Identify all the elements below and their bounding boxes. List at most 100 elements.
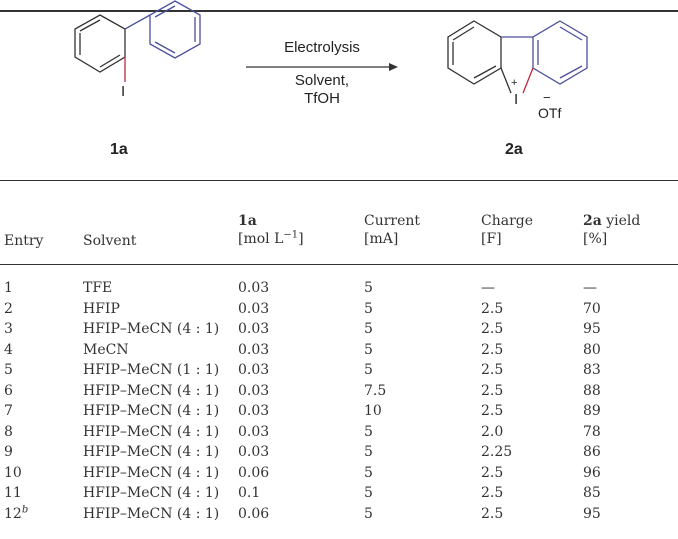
cell-current-text: 5 [364, 300, 373, 317]
cell-charge: 2.5 [481, 362, 503, 379]
cell-current-text: 5 [364, 464, 373, 481]
cell-entry-text: 12 [4, 505, 22, 522]
product-minus-charge: − [543, 90, 551, 105]
reactant-structure [74, 0, 201, 82]
cell-yield-text: 83 [583, 362, 601, 378]
cell-solvent-text: HFIP–MeCN (4 : 1) [83, 464, 220, 481]
cell-solvent-text: HFIP–MeCN (4 : 1) [83, 423, 220, 440]
cell-yield-text: 86 [583, 444, 601, 460]
cell-yield: 78 [583, 424, 601, 441]
product-ci-bond-right [522, 67, 534, 94]
header-charge: Charge [F] [481, 212, 533, 248]
header-yield: 2a yield [%] [583, 212, 640, 248]
cell-charge: 2.25 [481, 444, 512, 461]
cell-conc: 0.03 [238, 362, 269, 379]
cell-solvent-text: HFIP–MeCN (4 : 1) [83, 505, 220, 522]
cell-yield-text: 95 [583, 505, 601, 522]
header-entry: Entry [4, 233, 44, 249]
cell-charge-text: 2.5 [481, 464, 504, 481]
scheme-drawing [74, 0, 588, 94]
cell-entry: 4 [4, 342, 13, 359]
header-conc-unit: [mol L [238, 231, 284, 247]
cell-entry: 12b [4, 503, 29, 523]
cell-conc: 0.03 [238, 403, 269, 420]
reactant-iodine-label: I [121, 83, 126, 100]
cell-charge: 2.5 [481, 342, 503, 359]
product-ci-bond-left [500, 67, 512, 94]
cell-charge-text: 2.5 [481, 485, 504, 501]
header-current-label: Current [364, 213, 421, 229]
cell-current-text: 10 [364, 403, 382, 419]
cell-charge: 2.5 [481, 485, 503, 502]
cell-conc: 0.06 [238, 506, 269, 523]
cell-yield-text: 96 [583, 464, 601, 481]
cell-entry: 11 [4, 485, 22, 502]
cell-entry-text: 5 [4, 362, 13, 378]
cell-conc: 0.03 [238, 424, 269, 441]
cell-entry-text: 6 [4, 382, 13, 399]
cell-current: 7.5 [364, 383, 386, 400]
header-solvent: Solvent [83, 233, 137, 249]
cell-charge-text: 2.5 [481, 505, 504, 522]
cell-entry-text: 11 [4, 485, 22, 501]
cell-charge: 2.0 [481, 424, 503, 441]
header-conc-compound: 1a [238, 213, 257, 229]
cell-charge: 2.5 [481, 465, 503, 482]
cell-solvent: HFIP–MeCN (4 : 1) [83, 506, 219, 523]
cell-yield-text: 89 [583, 403, 601, 419]
cell-entry: 9 [4, 444, 13, 461]
cell-solvent-text: MeCN [83, 341, 129, 358]
cell-current: 5 [364, 280, 373, 297]
cell-entry: 8 [4, 424, 13, 441]
cell-yield-text: — [583, 280, 597, 296]
cell-conc: 0.03 [238, 280, 269, 297]
cell-conc-text: 0.03 [238, 423, 270, 440]
cell-solvent: TFE [83, 280, 112, 297]
header-conc-unit-sup: −1 [283, 229, 299, 241]
cell-yield: 85 [583, 485, 601, 502]
cell-yield: 95 [583, 506, 601, 523]
cell-entry-text: 2 [4, 300, 13, 317]
cell-yield-text: 70 [583, 300, 601, 317]
condition-electrolysis: Electrolysis [284, 39, 360, 56]
reaction-scheme: I + I − OTf Electrolysis Solvent, TfOH 1… [0, 0, 678, 180]
header-concentration: 1a [mol L−1] [238, 212, 304, 248]
header-yield-label: yield [601, 213, 641, 229]
cell-current: 5 [364, 342, 373, 359]
product-structure [447, 20, 588, 94]
cell-yield: 70 [583, 301, 601, 318]
cell-current-text: 5 [364, 362, 373, 378]
cell-current: 5 [364, 485, 373, 502]
cell-yield: 96 [583, 465, 601, 482]
cell-charge-text: 2.5 [481, 403, 504, 419]
cell-yield: — [583, 280, 597, 297]
cell-solvent-text: HFIP–MeCN (4 : 1) [83, 382, 220, 399]
cell-conc-text: 0.03 [238, 362, 270, 378]
cell-entry: 2 [4, 301, 13, 318]
footnote-marker: b [21, 503, 29, 515]
cell-charge-text: 2.0 [481, 423, 504, 440]
cell-charge: 2.5 [481, 403, 503, 420]
cell-solvent: HFIP–MeCN (4 : 1) [83, 444, 219, 461]
cell-current-text: 5 [364, 444, 373, 460]
cell-entry: 5 [4, 362, 13, 379]
cell-yield: 83 [583, 362, 601, 379]
cell-solvent: HFIP–MeCN (4 : 1) [83, 485, 219, 502]
cell-charge-text: — [481, 280, 495, 296]
cell-yield-text: 80 [583, 341, 601, 358]
cell-solvent: HFIP–MeCN (4 : 1) [83, 465, 219, 482]
cell-charge: 2.5 [481, 506, 503, 523]
product-counterion: OTf [538, 105, 562, 121]
top-rule [0, 10, 678, 12]
condition-solvent: Solvent, [294, 72, 350, 89]
cell-solvent-text: HFIP [83, 300, 120, 317]
header-yield-compound: 2a [583, 213, 602, 229]
cell-conc: 0.03 [238, 321, 269, 338]
cell-conc: 0.03 [238, 444, 269, 461]
cell-conc: 0.03 [238, 301, 269, 318]
header-charge-label: Charge [481, 213, 534, 229]
cell-solvent-text: HFIP–MeCN (1 : 1) [83, 362, 220, 378]
cell-entry-text: 3 [4, 321, 13, 337]
cell-entry-text: 7 [4, 403, 13, 419]
cell-charge-text: 2.5 [481, 382, 504, 399]
